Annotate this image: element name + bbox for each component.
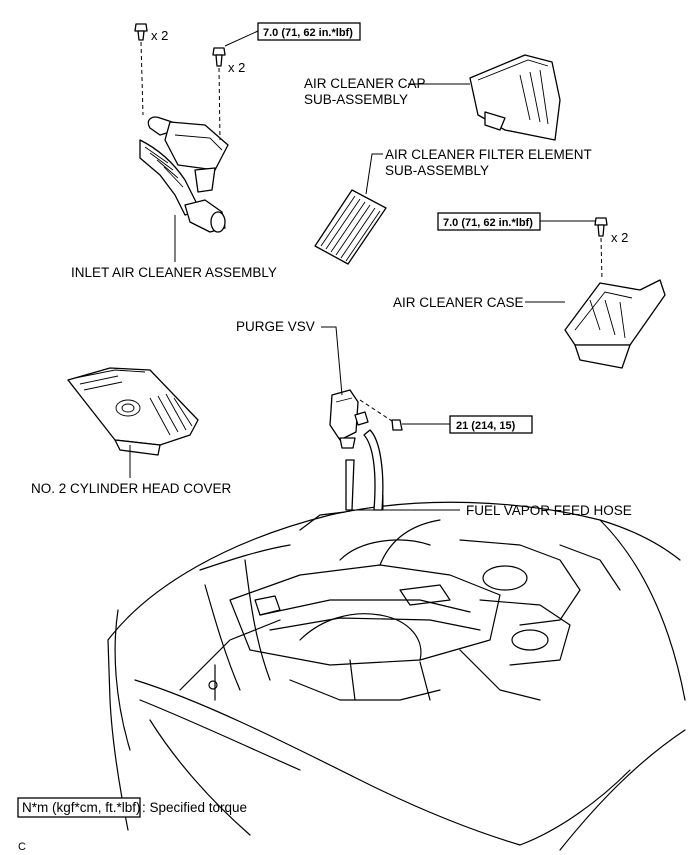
case-bolt-drawing (540, 217, 608, 281)
case-bolt-quantity: x 2 (611, 230, 628, 245)
air-cleaner-cap-label-1: AIR CLEANER CAP (304, 76, 426, 91)
clip-quantity: x 2 (151, 28, 168, 43)
vsv-leader-line (321, 326, 343, 396)
air-cleaner-cap-drawing (469, 54, 561, 141)
inlet-air-cleaner-label: INLET AIR CLEANER ASSEMBLY (71, 265, 277, 280)
figure-code: C (18, 841, 26, 853)
inlet-bolt-quantity: x 2 (228, 60, 245, 75)
vsv-bolt-torque: 21 (214, 15) (456, 420, 516, 432)
purge-vsv-drawing (329, 389, 384, 511)
vsv-bolt-drawing (359, 399, 450, 431)
filter-element-label-2: SUB-ASSEMBLY (385, 163, 489, 178)
case-bolt-torque: 7.0 (71, 62 in.*lbf) (443, 217, 533, 229)
inlet-air-cleaner-drawing (139, 116, 229, 233)
vsv-bolt-torque-box (449, 415, 533, 434)
filter-leader-line (365, 153, 383, 195)
legend-description: : Specified torque (142, 800, 247, 815)
filter-element-drawing (314, 189, 387, 265)
air-cleaner-case-drawing (564, 279, 666, 369)
engine-bay-drawing (107, 501, 686, 851)
legend-unit-box (17, 797, 141, 818)
inlet-bolt-torque: 7.0 (71, 62 in.*lbf) (263, 27, 353, 39)
air-cleaner-case-label: AIR CLEANER CASE (393, 295, 524, 310)
cylinder-head-cover-label: NO. 2 CYLINDER HEAD COVER (31, 481, 232, 496)
legend-unit-text: N*m (kgf*cm, ft.*lbf) (22, 800, 141, 815)
cylinder-head-cover-drawing (67, 367, 199, 456)
filter-element-label-1: AIR CLEANER FILTER ELEMENT (385, 147, 592, 162)
air-cleaner-cap-label-2: SUB-ASSEMBLY (304, 92, 408, 107)
fuel-vapor-hose-label: FUEL VAPOR FEED HOSE (466, 503, 632, 518)
inlet-bolt-drawing (212, 30, 259, 141)
inlet-bolt-torque-box (257, 22, 361, 41)
inlet-clip-drawing (134, 23, 148, 116)
case-bolt-torque-box (437, 212, 541, 231)
purge-vsv-label: PURGE VSV (236, 319, 315, 334)
